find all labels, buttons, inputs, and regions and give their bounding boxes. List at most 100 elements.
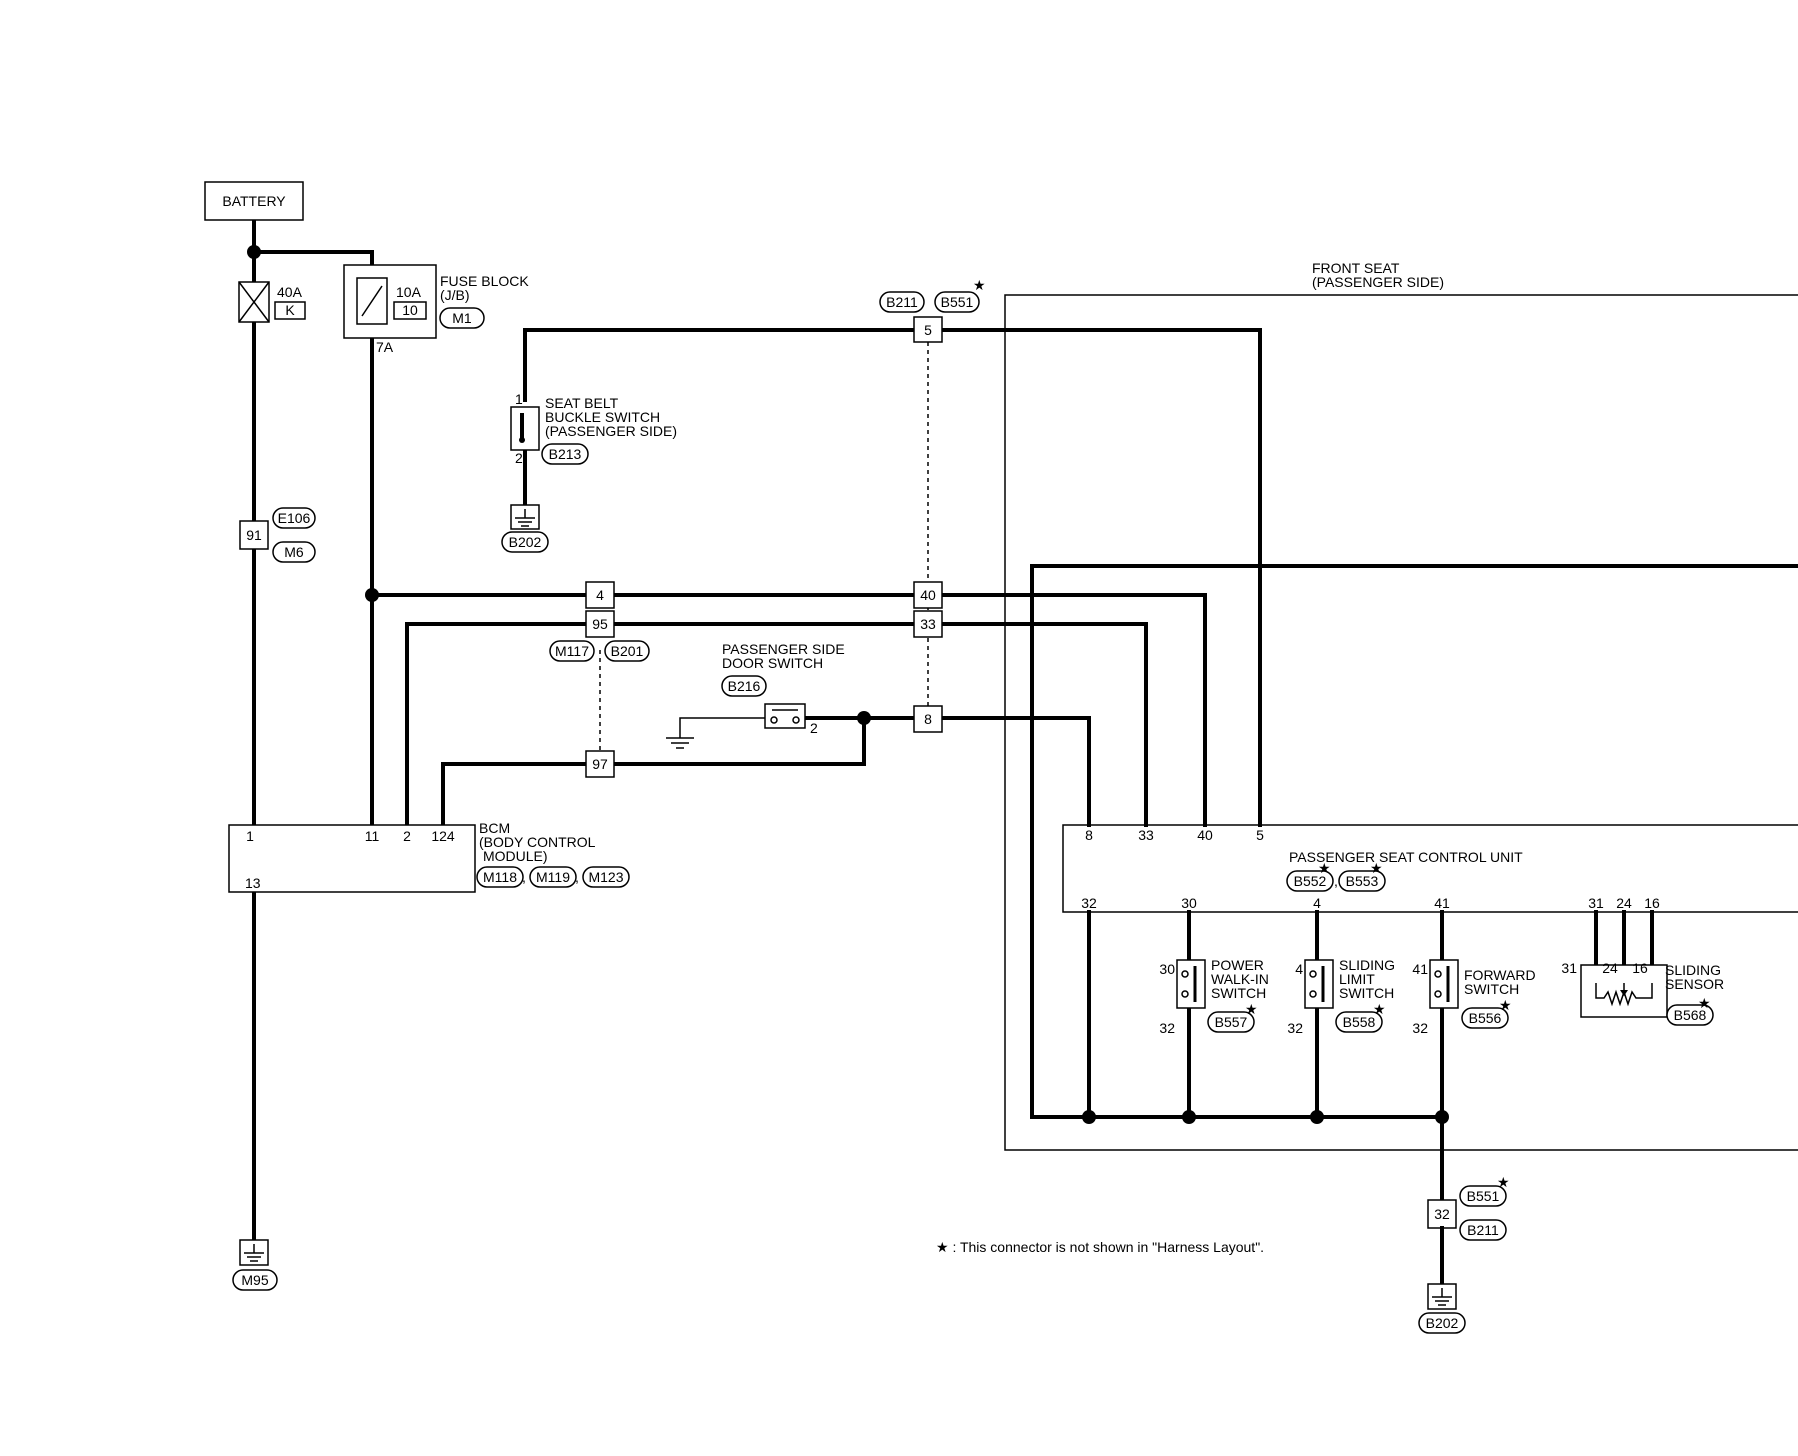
scu-connector-b553-pill [1338, 870, 1386, 892]
door-switch-ground-icon [666, 737, 694, 749]
scu-label: PASSENGER SEAT CONTROL UNIT [1289, 849, 1523, 865]
bottom-b551-star: ★ [1497, 1174, 1510, 1190]
bcm-connector-m123-pill [582, 866, 630, 888]
forward-switch-label-2: SWITCH [1464, 981, 1519, 997]
sliding-sensor-pin-24: 24 [1602, 960, 1618, 976]
bcm-connector-m118-pill [476, 866, 524, 888]
sliding-sensor-pin-16: 16 [1632, 960, 1648, 976]
scu-pin-5: 5 [1256, 827, 1264, 843]
power-walkin-pin-top: 30 [1159, 961, 1175, 977]
forward-switch-pin-top: 41 [1412, 961, 1428, 977]
bcm-ground-icon [239, 1239, 269, 1266]
m117-connector: M117 [555, 643, 589, 659]
scu-pin-33: 33 [1138, 827, 1154, 843]
bottom-b551-connector: B551 [1467, 1188, 1500, 1204]
battery-box [204, 181, 304, 221]
sliding-limit-switch-icon [1304, 959, 1334, 1009]
seat-ground-connector: B202 [1426, 1315, 1459, 1331]
seat-belt-switch-pin-top: 1 [515, 391, 523, 407]
b551-connector: B551 [941, 294, 974, 310]
sliding-limit-star: ★ [1373, 1001, 1386, 1017]
terminal-32: 32 [1434, 1206, 1450, 1222]
fuse-number-box [393, 301, 427, 320]
scu-pin-40: 40 [1197, 827, 1213, 843]
front-seat-label-sub: (PASSENGER SIDE) [1312, 274, 1444, 290]
power-walkin-star: ★ [1245, 1001, 1258, 1017]
b211-connector: B211 [886, 294, 918, 310]
scu-pin-24: 24 [1616, 895, 1632, 911]
scu-pin-8: 8 [1085, 827, 1093, 843]
sliding-limit-pin-top: 4 [1295, 961, 1303, 977]
m6-connector: M6 [284, 544, 304, 560]
power-walkin-connector: B557 [1215, 1014, 1248, 1030]
seat-belt-switch-connector-pill [541, 443, 589, 465]
b211-pill [879, 291, 925, 313]
fusible-link-id: K [285, 302, 295, 318]
fuse-block-terminal: 7A [376, 339, 394, 355]
terminal-95: 95 [592, 616, 608, 632]
seat-belt-switch-pin-bottom: 2 [515, 450, 523, 466]
bcm-pin-124: 124 [431, 828, 455, 844]
forward-switch-icon [1429, 959, 1459, 1009]
sliding-sensor-pin-31: 31 [1561, 960, 1577, 976]
m6-pill [272, 541, 316, 563]
forward-switch-star: ★ [1499, 997, 1512, 1013]
terminal-91: 91 [246, 527, 262, 543]
door-switch-label: PASSENGER SIDE [722, 641, 845, 657]
fuse-block-connector: M1 [452, 310, 472, 326]
door-switch-label-2: DOOR SWITCH [722, 655, 823, 671]
sliding-limit-pin-bottom: 32 [1287, 1020, 1303, 1036]
power-walkin-label-3: SWITCH [1211, 985, 1266, 1001]
e106-connector: E106 [278, 510, 311, 526]
door-switch-icon [764, 703, 806, 729]
bottom-b211-pill [1459, 1219, 1507, 1241]
scu-pin-4: 4 [1313, 895, 1321, 911]
b551-pill [934, 291, 980, 313]
scu-pin-41: 41 [1434, 895, 1450, 911]
seat-belt-switch-connector: B213 [549, 446, 582, 462]
terminal-40: 40 [920, 587, 936, 603]
door-switch-connector-pill [721, 675, 767, 697]
b201-pill [604, 640, 650, 662]
bcm-connector-m118: M118 [483, 869, 517, 885]
forward-switch-connector-pill [1461, 1007, 1509, 1029]
bcm-connector-separator: , [522, 869, 526, 885]
bcm-pin-13: 13 [245, 875, 261, 891]
seat-belt-switch-label: SEAT BELT [545, 395, 619, 411]
bcm-connector-m119: M119 [536, 869, 570, 885]
fuse-icon [356, 277, 388, 325]
e106-pill [272, 507, 316, 529]
scu-pin-16: 16 [1644, 895, 1660, 911]
scu-connector-separator: , [1334, 873, 1338, 889]
seat-belt-ground-connector: B202 [509, 534, 542, 550]
power-walkin-pin-bottom: 32 [1159, 1020, 1175, 1036]
terminal-33: 33 [920, 616, 936, 632]
fusible-link-id-box [274, 301, 306, 320]
front-seat-enclosure [1004, 294, 1798, 1151]
sliding-limit-connector: B558 [1343, 1014, 1376, 1030]
terminal-8: 8 [924, 711, 932, 727]
scu-pin-30: 30 [1181, 895, 1197, 911]
bcm-pin-2: 2 [403, 828, 411, 844]
m117-pill [549, 640, 595, 662]
sliding-limit-connector-pill [1335, 1011, 1383, 1033]
seat-belt-ground-icon [510, 504, 540, 530]
door-switch-pin: 2 [810, 720, 818, 736]
bcm-connector-separator-2: , [575, 869, 579, 885]
bcm-connector-m123: M123 [588, 869, 623, 885]
seat-ground-icon [1427, 1283, 1457, 1310]
power-walkin-label: POWER [1211, 957, 1264, 973]
power-walkin-connector-pill [1207, 1011, 1255, 1033]
bcm-ground-connector: M95 [241, 1272, 268, 1288]
seat-ground-pill [1418, 1312, 1466, 1334]
seat-belt-ground-pill [501, 531, 549, 553]
terminal-5: 5 [924, 322, 932, 338]
fuse-block-label: FUSE BLOCK [440, 273, 529, 289]
bcm-pin-1: 1 [246, 828, 254, 844]
fuse-block-connector-pill [439, 307, 485, 329]
battery-label: BATTERY [222, 193, 286, 209]
terminal-boxes [239, 316, 1457, 1229]
fuse-block-label-sub: (J/B) [440, 287, 470, 303]
power-walkin-label-2: WALK-IN [1211, 971, 1269, 987]
bcm-label: BCM [479, 820, 510, 836]
